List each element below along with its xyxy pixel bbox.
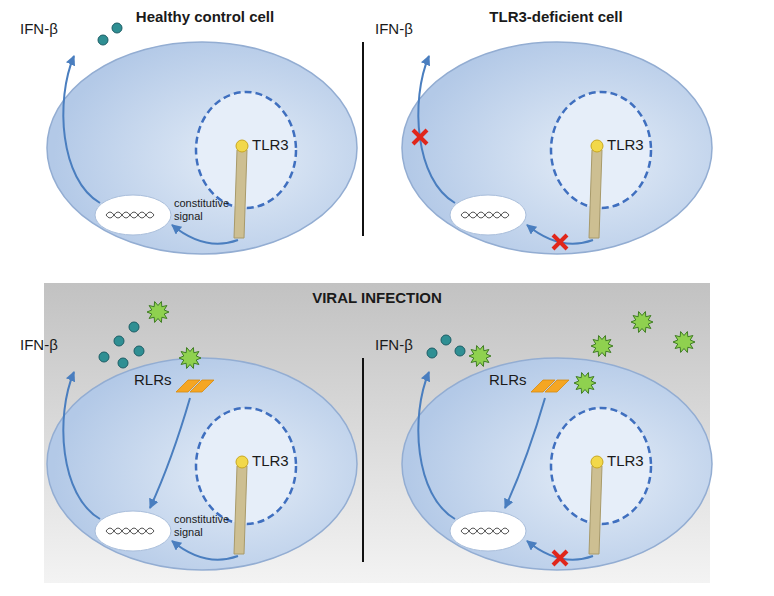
- infected-healthy-cell: [47, 358, 357, 570]
- cytokine-label: IFN-β: [375, 336, 435, 354]
- divider: [362, 358, 364, 562]
- block-mark: [553, 235, 567, 249]
- rlr-symbol: [505, 380, 569, 508]
- receptor-label: TLR3: [607, 452, 651, 470]
- infection-band: VIRAL INFECTION: [44, 283, 710, 583]
- deficient-cell: [402, 42, 712, 254]
- receptor-label: TLR3: [252, 452, 296, 470]
- receptor-label: TLR3: [252, 136, 296, 154]
- band-title: VIRAL INFECTION: [44, 283, 710, 306]
- rlr-symbol: [150, 380, 214, 508]
- ifn-dots: [98, 23, 465, 368]
- receptor-label: TLR3: [607, 136, 651, 154]
- sensor-label: RLRs: [134, 371, 178, 389]
- divider: [362, 42, 364, 236]
- cytokine-label: IFN-β: [20, 20, 80, 38]
- cytokine-label: IFN-β: [20, 336, 80, 354]
- infected-deficient-cell: [402, 358, 712, 570]
- panel-title: TLR3-deficient cell: [436, 8, 676, 26]
- panel-title: Healthy control cell: [85, 8, 325, 26]
- block-mark: [413, 130, 427, 144]
- block-mark: [553, 551, 567, 565]
- cytokine-label: IFN-β: [375, 20, 435, 38]
- sensor-label: RLRs: [489, 371, 533, 389]
- signal-label: constitutive signal: [174, 197, 234, 223]
- virus-particles: [147, 302, 695, 394]
- signal-label: constitutive signal: [174, 513, 234, 539]
- healthy-cell: [47, 42, 357, 254]
